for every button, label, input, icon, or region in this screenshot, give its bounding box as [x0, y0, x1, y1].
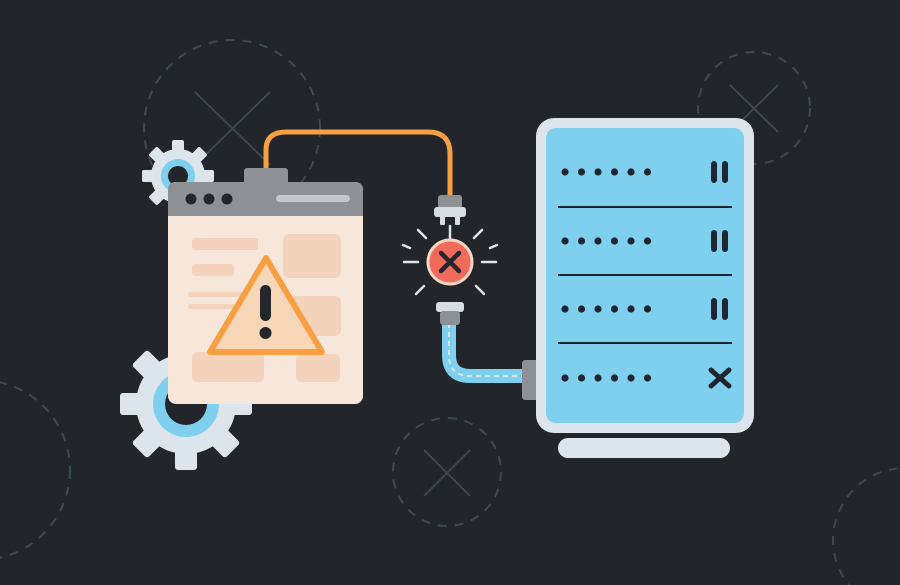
server-unit: [561, 230, 728, 252]
pause-bars-icon: [711, 230, 728, 252]
indicator-dot: [627, 237, 635, 245]
indicator-dot: [577, 168, 586, 176]
server-cable-port: [522, 360, 540, 400]
decor-circle-icon: [392, 417, 502, 527]
indicator-dot: [594, 237, 602, 245]
indicator-dot: [577, 374, 586, 382]
x-mark-icon: [708, 367, 732, 389]
electric-plug-icon: [434, 195, 466, 225]
indicator-dot: [577, 237, 586, 245]
server-stand: [558, 438, 730, 458]
window-header: [168, 182, 363, 216]
indicator-dot: [627, 168, 635, 176]
window-content-blocks: [188, 234, 341, 382]
indicator-dot: [561, 305, 569, 313]
window-cable-port: [244, 168, 288, 184]
indicator-dot: [561, 237, 569, 245]
server-dividers: [558, 206, 732, 344]
orange-cable: [263, 129, 453, 199]
indicator-dot: [643, 305, 652, 313]
window-dot: [185, 193, 197, 205]
indicator-dot: [627, 305, 635, 313]
indicator-dot: [610, 374, 619, 382]
blue-cable: [442, 315, 533, 383]
indicator-dot: [561, 374, 569, 382]
indicator-dot: [610, 237, 619, 245]
server-rack-icon: [522, 118, 754, 458]
indicator-dot: [594, 168, 602, 176]
indicator-dot: [577, 305, 586, 313]
window-address-bar: [276, 195, 350, 202]
window-dot: [203, 193, 215, 205]
indicator-dot: [594, 374, 602, 382]
pause-bars-icon: [711, 161, 728, 183]
server-units: [561, 161, 732, 389]
indicator-dot: [594, 305, 602, 313]
indicator-dot: [643, 168, 652, 176]
server-unit: [561, 367, 732, 389]
server-unit: [561, 298, 728, 320]
indicator-dot: [643, 237, 652, 245]
indicator-dot: [610, 305, 619, 313]
server-unit: [561, 161, 728, 183]
indicator-dot: [627, 374, 635, 382]
electric-socket-icon: [436, 302, 464, 325]
indicator-dot: [561, 168, 569, 176]
indicator-dot: [610, 168, 619, 176]
decor-circle-icon: [0, 381, 71, 559]
decor-circle-icon: [832, 467, 900, 585]
pause-bars-icon: [711, 298, 728, 320]
indicator-dot: [643, 374, 652, 382]
window-dot: [221, 193, 233, 205]
warning-triangle-icon: [207, 255, 325, 355]
disconnect-x-icon: [401, 224, 499, 296]
